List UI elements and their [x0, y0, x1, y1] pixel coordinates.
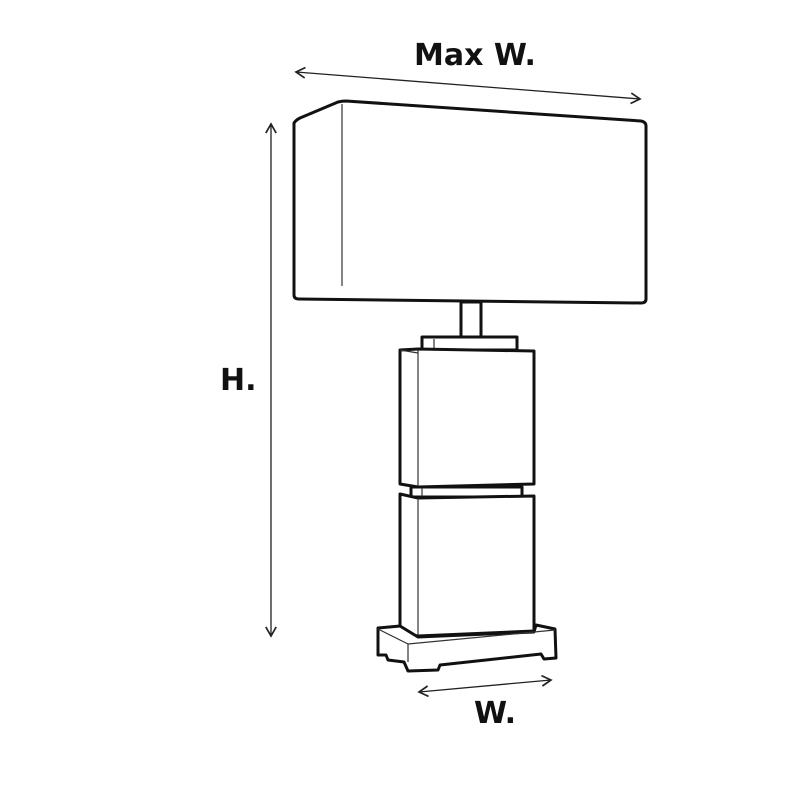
max-width-arrow — [294, 66, 642, 105]
height-label: H. — [220, 363, 257, 398]
lamp-neck — [459, 300, 483, 339]
lamp-base — [376, 623, 558, 673]
lamp-cap — [420, 335, 519, 352]
lamp-shade — [292, 99, 648, 305]
width-arrow — [417, 674, 553, 698]
upper-block — [398, 347, 536, 489]
width-label: W. — [474, 696, 517, 731]
max-width-label: Max W. — [414, 38, 536, 73]
lower-block — [398, 492, 536, 638]
